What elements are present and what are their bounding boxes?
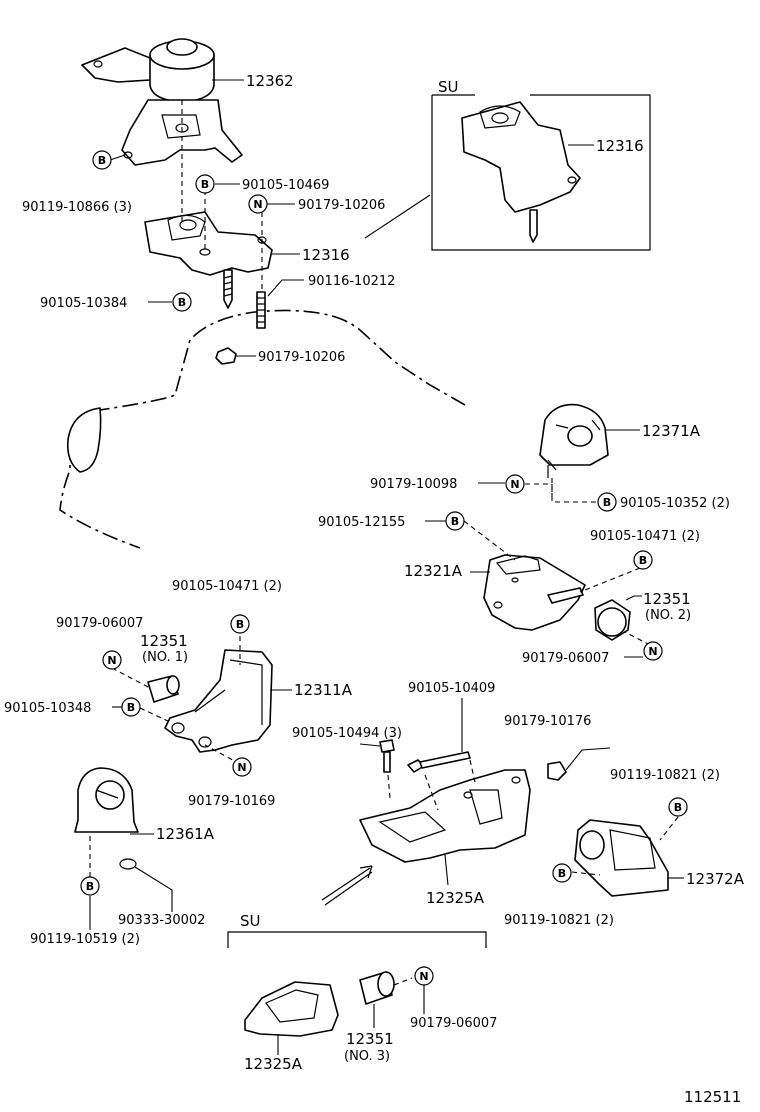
- svg-text:B: B: [603, 496, 611, 509]
- label-90105-10469: 90105-10469: [242, 178, 329, 193]
- label-12316: 12316: [302, 246, 350, 264]
- label-90179-06007a: 90179-06007: [56, 616, 143, 631]
- label-90179-10206a: 90179-10206: [298, 198, 385, 213]
- marker-n-90179-10169: N: [232, 757, 252, 777]
- label-90105-10352: 90105-10352 (2): [620, 496, 730, 511]
- su-variant-box-top: [431, 94, 651, 251]
- svg-text:B: B: [639, 554, 647, 567]
- su-variant-box-bottom: [227, 931, 487, 1037]
- bushing-12351-no2: [594, 599, 631, 641]
- bracket-12311A: [164, 649, 273, 753]
- svg-text:N: N: [107, 654, 116, 667]
- su-label-top: SU: [438, 78, 459, 96]
- label-12311A: 12311A: [294, 681, 353, 699]
- svg-text:N: N: [237, 761, 246, 774]
- svg-text:N: N: [419, 970, 428, 983]
- mount-12316: [144, 211, 273, 309]
- label-12371A: 12371A: [642, 422, 701, 440]
- bolt-90105-10494: [379, 739, 395, 773]
- part-labels: SU SU 12362 12316 90119-10866 (3) 90105-…: [4, 72, 745, 1106]
- label-12361A: 12361A: [156, 825, 215, 843]
- direction-arrow: [321, 865, 373, 906]
- marker-b-90119-10821a: B: [668, 797, 688, 817]
- svg-text:B: B: [127, 701, 135, 714]
- svg-text:N: N: [510, 478, 519, 491]
- label-12351-no3: 12351: [346, 1030, 394, 1048]
- engine-block-outline: [59, 309, 466, 549]
- nut-90179-10206: [215, 347, 237, 365]
- svg-text:B: B: [236, 618, 244, 631]
- label-90105-10494: 90105-10494 (3): [292, 726, 402, 741]
- label-90119-10519: 90119-10519 (2): [30, 932, 140, 947]
- bracket-12325A: [359, 769, 531, 863]
- label-no3: (NO. 3): [344, 1049, 390, 1064]
- marker-b-90119-10821b: B: [552, 863, 572, 883]
- label-no1: (NO. 1): [142, 650, 188, 665]
- label-90179-10206b: 90179-10206: [258, 350, 345, 365]
- marker-b-90105-10471b: B: [633, 550, 653, 570]
- label-90105-10384: 90105-10384: [40, 296, 127, 311]
- label-12362: 12362: [246, 72, 294, 90]
- label-90105-10348: 90105-10348: [4, 701, 91, 716]
- marker-b-90105-10384: B: [172, 292, 192, 312]
- label-90105-12155: 90105-12155: [318, 515, 405, 530]
- label-90105-10409: 90105-10409: [408, 681, 495, 696]
- marker-b-90105-10348: B: [121, 697, 141, 717]
- label-12372A: 12372A: [686, 870, 745, 888]
- label-90116-10212: 90116-10212: [308, 274, 395, 289]
- label-90105-10471a: 90105-10471 (2): [172, 579, 282, 594]
- leader-lines: [89, 79, 684, 1055]
- label-90105-10471b: 90105-10471 (2): [590, 529, 700, 544]
- marker-n-90179-06007c: N: [414, 966, 434, 986]
- label-90119-10821a: 90119-10821 (2): [610, 768, 720, 783]
- bolt-90105-10409: [407, 751, 471, 773]
- label-90179-10169: 90179-10169: [188, 794, 275, 809]
- marker-b-90105-10469: B: [195, 174, 215, 194]
- mount-12361A: [74, 767, 139, 833]
- label-12321A: 12321A: [404, 562, 463, 580]
- clip-90333-30002: [119, 858, 137, 870]
- label-no2: (NO. 2): [645, 608, 691, 623]
- nut-90179-10176: [547, 761, 567, 781]
- bracket-12321A: [483, 554, 586, 631]
- marker-n-90179-06007a: N: [102, 650, 122, 670]
- svg-text:N: N: [253, 198, 262, 211]
- marker-b-90119-10866: B: [92, 150, 112, 170]
- marker-b-90105-12155: B: [445, 511, 465, 531]
- svg-text:N: N: [648, 645, 657, 658]
- marker-b-90105-10352: B: [597, 492, 617, 512]
- label-90119-10866: 90119-10866 (3): [22, 200, 132, 215]
- label-90333-30002: 90333-30002: [118, 913, 205, 928]
- marker-n-90179-10098: N: [505, 474, 525, 494]
- svg-text:B: B: [201, 178, 209, 191]
- label-12316-su: 12316: [596, 137, 644, 155]
- mount-12372A: [574, 819, 669, 897]
- bushing-12351-no1: [147, 675, 180, 703]
- marker-b-90105-10471a: B: [230, 614, 250, 634]
- su-label-bottom: SU: [240, 912, 261, 930]
- label-90179-10098: 90179-10098: [370, 477, 457, 492]
- label-90179-10176: 90179-10176: [504, 714, 591, 729]
- label-90119-10821b: 90119-10821 (2): [504, 913, 614, 928]
- marker-b-90119-10519: B: [80, 876, 100, 896]
- marker-n-90179-06007b: N: [643, 641, 663, 661]
- label-12351-no1: 12351: [140, 632, 188, 650]
- label-90179-06007c: 90179-06007: [410, 1016, 497, 1031]
- marker-n-90179-10206a: N: [248, 194, 268, 214]
- svg-text:B: B: [451, 515, 459, 528]
- stud-90116-10212: [256, 291, 266, 329]
- svg-text:B: B: [558, 867, 566, 880]
- label-12351-no2: 12351: [643, 590, 691, 608]
- svg-text:B: B: [86, 880, 94, 893]
- svg-text:B: B: [178, 296, 186, 309]
- label-12325A-su: 12325A: [244, 1055, 303, 1073]
- diagram-id: 112511: [684, 1088, 741, 1106]
- label-12325A: 12325A: [426, 889, 485, 907]
- label-90179-06007b: 90179-06007: [522, 651, 609, 666]
- svg-text:B: B: [674, 801, 682, 814]
- mount-12362: [81, 38, 243, 166]
- mount-12371A: [539, 403, 609, 478]
- svg-text:B: B: [98, 154, 106, 167]
